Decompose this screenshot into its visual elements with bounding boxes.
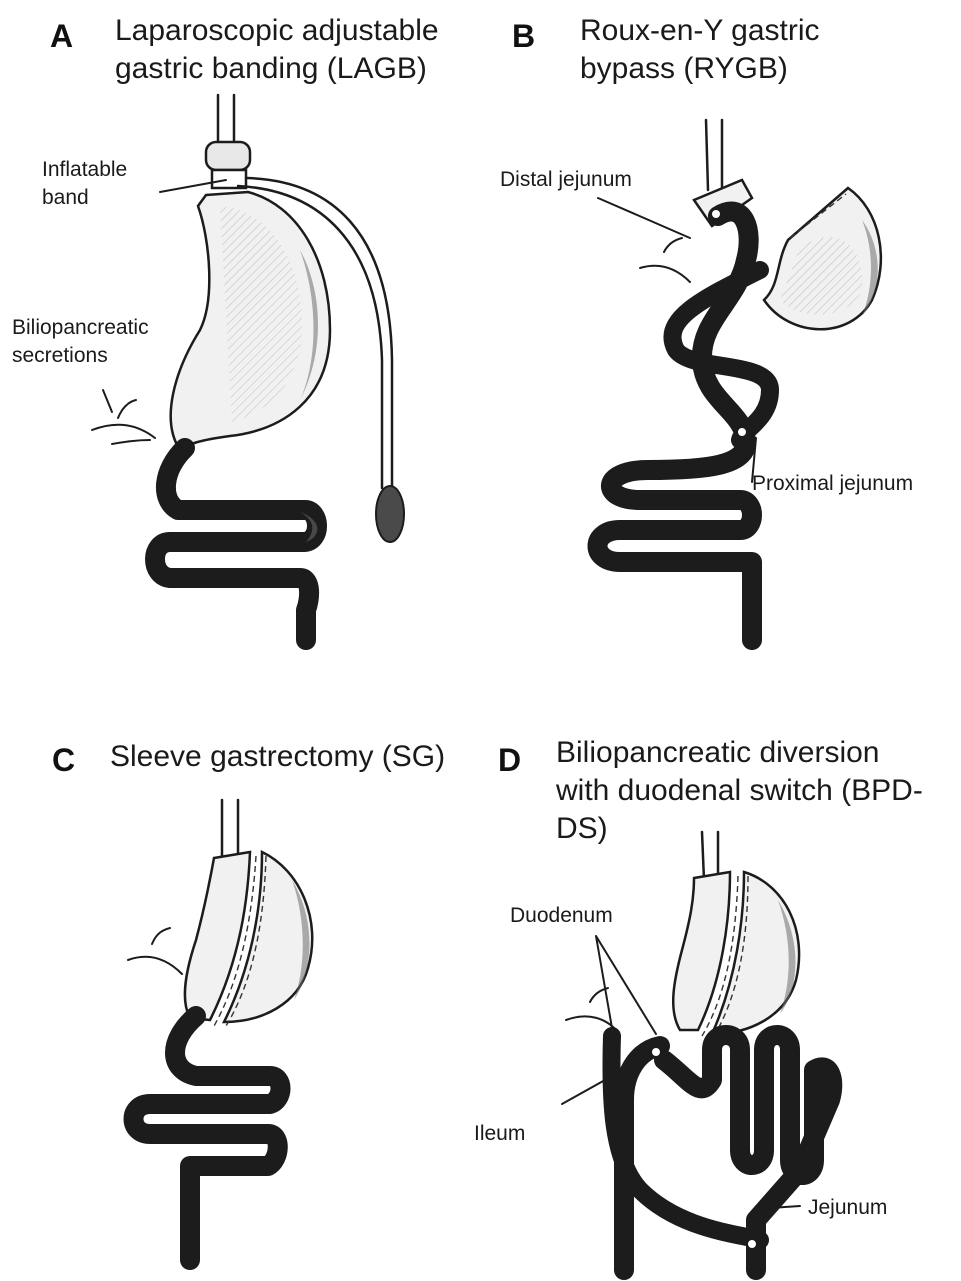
secretions-duct-b — [640, 238, 690, 282]
panel-c-drawing — [128, 800, 312, 1260]
esophagus-c — [222, 800, 238, 860]
secretions-duct-a — [92, 400, 155, 444]
esophagus-b — [706, 120, 722, 190]
secretions-duct-d — [566, 988, 618, 1032]
gastric-sleeve-d — [673, 872, 730, 1030]
panel-b-drawing — [598, 120, 881, 640]
esophagus-d — [702, 832, 718, 880]
panel-a-drawing — [92, 95, 404, 640]
band-knob — [206, 142, 250, 170]
band-reservoir — [376, 486, 404, 542]
secretions-duct-c — [128, 928, 182, 974]
panel-d-drawing — [562, 832, 832, 1270]
